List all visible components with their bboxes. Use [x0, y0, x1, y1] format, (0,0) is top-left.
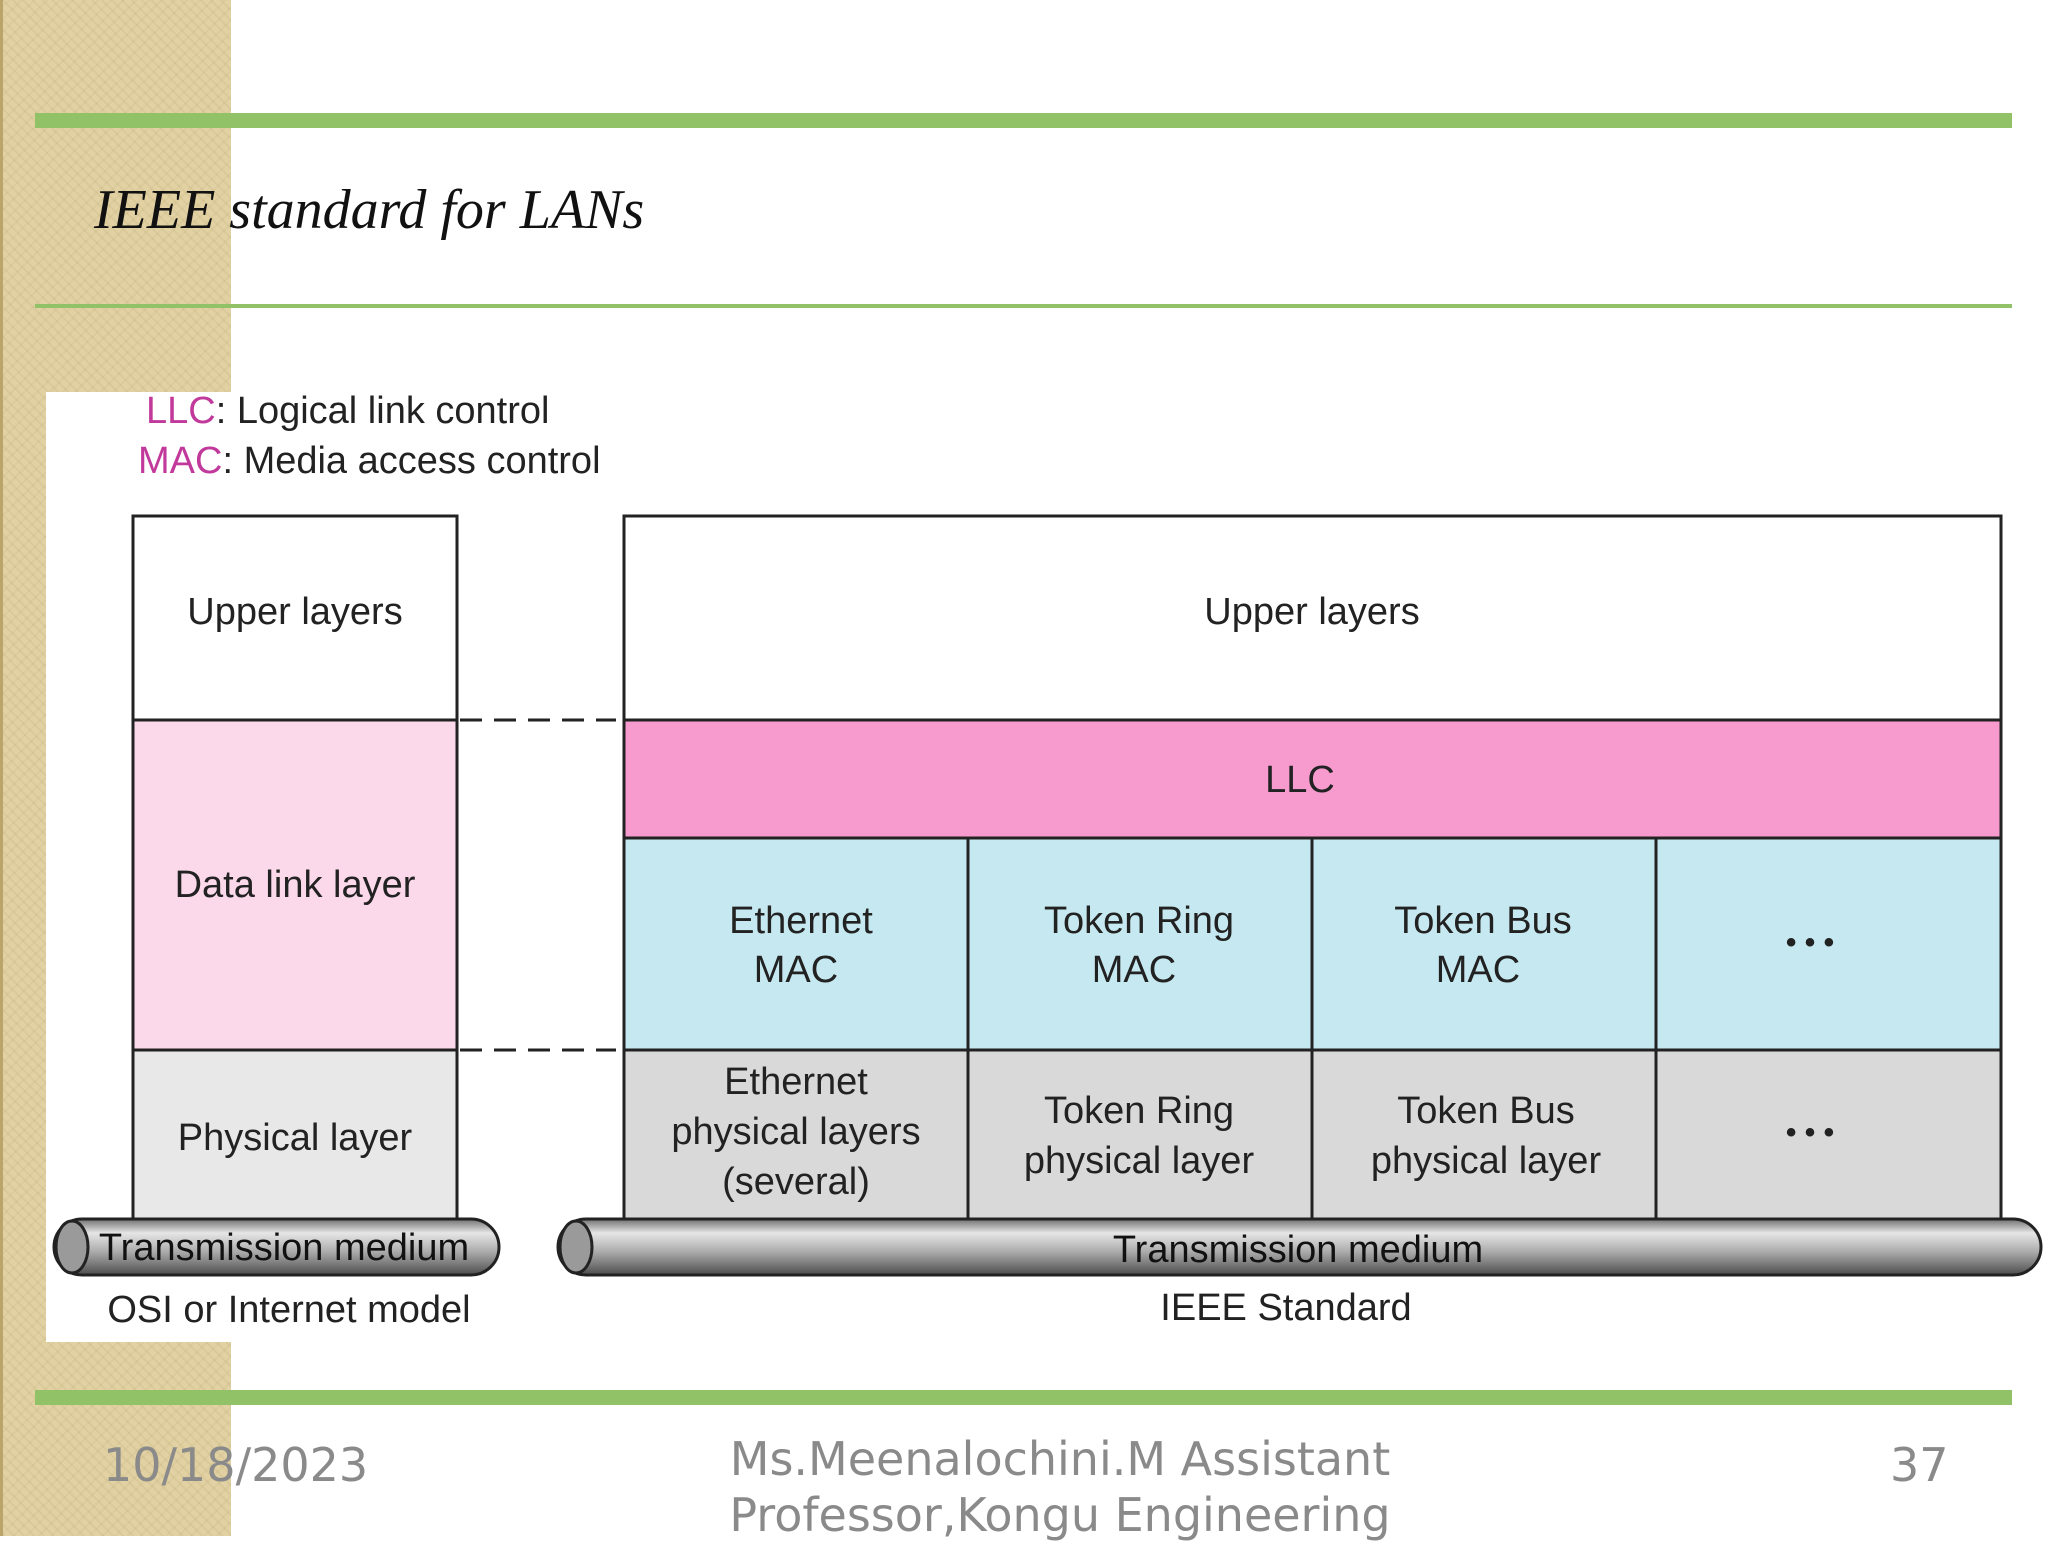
legend-llc: LLC: Logical link control	[146, 392, 549, 432]
mac-row: Ethernet MAC Token Ring MAC Token Bus MA…	[622, 836, 2003, 1052]
footer-page-number: 37	[1890, 1438, 1949, 1492]
llc-label: LLC	[1265, 759, 1335, 801]
ieee-medium-label: Transmission medium	[1113, 1229, 1483, 1271]
slide-title: IEEE standard for LANs	[94, 179, 645, 241]
phys-ethernet-line2: physical layers	[671, 1111, 920, 1153]
mac-token-bus-line1: Token Bus	[1394, 900, 1571, 942]
footer-author-line1: Ms.Meenalochini.M Assistant	[729, 1432, 1391, 1486]
ieee-medium-end	[558, 1219, 594, 1275]
phys-ethernet-line1: Ethernet	[724, 1061, 868, 1103]
legend-mac-abbr: MAC	[138, 440, 222, 482]
llc-box	[622, 718, 2003, 840]
physical-row: Ethernet physical layers (several) Token…	[622, 1048, 2003, 1227]
footer-author: Ms.Meenalochini.M Assistant Professor,Ko…	[560, 1431, 1560, 1543]
phys-cell-token-bus	[1310, 1048, 1658, 1227]
mac-cell-more	[1654, 836, 2003, 1052]
osi-medium-body	[52, 1217, 501, 1277]
mac-token-ring-line1: Token Ring	[1044, 900, 1234, 942]
phys-cell-more	[1654, 1048, 2003, 1227]
mac-cell-token-ring	[966, 836, 1314, 1052]
phys-more-ellipsis: • • •	[1786, 1116, 1834, 1149]
ieee-upper-label: Upper layers	[1204, 591, 1419, 633]
ieee-upper-box	[622, 514, 2003, 722]
osi-transmission-medium: Transmission medium	[52, 1217, 501, 1277]
footer-author-line2: Professor,Kongu Engineering	[729, 1488, 1391, 1542]
phys-token-bus-line1: Token Bus	[1397, 1090, 1574, 1132]
osi-physical-box	[131, 1048, 459, 1227]
mac-cell-token-bus	[1310, 836, 1658, 1052]
top-rule	[35, 113, 2012, 128]
footer-date: 10/18/2023	[103, 1438, 369, 1492]
osi-data-link-box	[131, 718, 459, 1052]
osi-upper-box	[131, 514, 459, 722]
legend-llc-text: : Logical link control	[216, 392, 550, 432]
osi-caption: OSI or Internet model	[107, 1289, 470, 1331]
osi-data-link-label: Data link layer	[175, 864, 416, 906]
legend-llc-abbr: LLC	[146, 392, 216, 432]
legend-mac: MAC: Media access control	[138, 440, 601, 482]
mac-ethernet-line1: Ethernet	[729, 900, 873, 942]
ieee-lan-diagram: LLC: Logical link control MAC: Media acc…	[46, 392, 2044, 1342]
legend-mac-text: : Media access control	[222, 440, 600, 482]
osi-medium-label: Transmission medium	[99, 1227, 469, 1269]
osi-upper-label: Upper layers	[187, 591, 402, 633]
ieee-transmission-medium: Transmission medium	[556, 1217, 2043, 1277]
title-rule	[35, 304, 2012, 308]
osi-physical-label: Physical layer	[178, 1117, 413, 1159]
phys-ethernet-line3: (several)	[722, 1161, 870, 1203]
ieee-medium-body	[556, 1217, 2043, 1277]
bottom-rule	[35, 1390, 2012, 1405]
phys-token-bus-line2: physical layer	[1371, 1140, 1602, 1182]
mac-cell-ethernet	[622, 836, 970, 1052]
osi-medium-end	[54, 1219, 90, 1275]
mac-ethernet-line2: MAC	[754, 949, 838, 991]
mac-token-ring-line2: MAC	[1092, 949, 1176, 991]
phys-token-ring-line2: physical layer	[1024, 1140, 1255, 1182]
mac-token-bus-line2: MAC	[1436, 949, 1520, 991]
phys-token-ring-line1: Token Ring	[1044, 1090, 1234, 1132]
ieee-caption: IEEE Standard	[1160, 1287, 1411, 1329]
phys-cell-token-ring	[966, 1048, 1314, 1227]
mac-more-ellipsis: • • •	[1786, 926, 1834, 959]
